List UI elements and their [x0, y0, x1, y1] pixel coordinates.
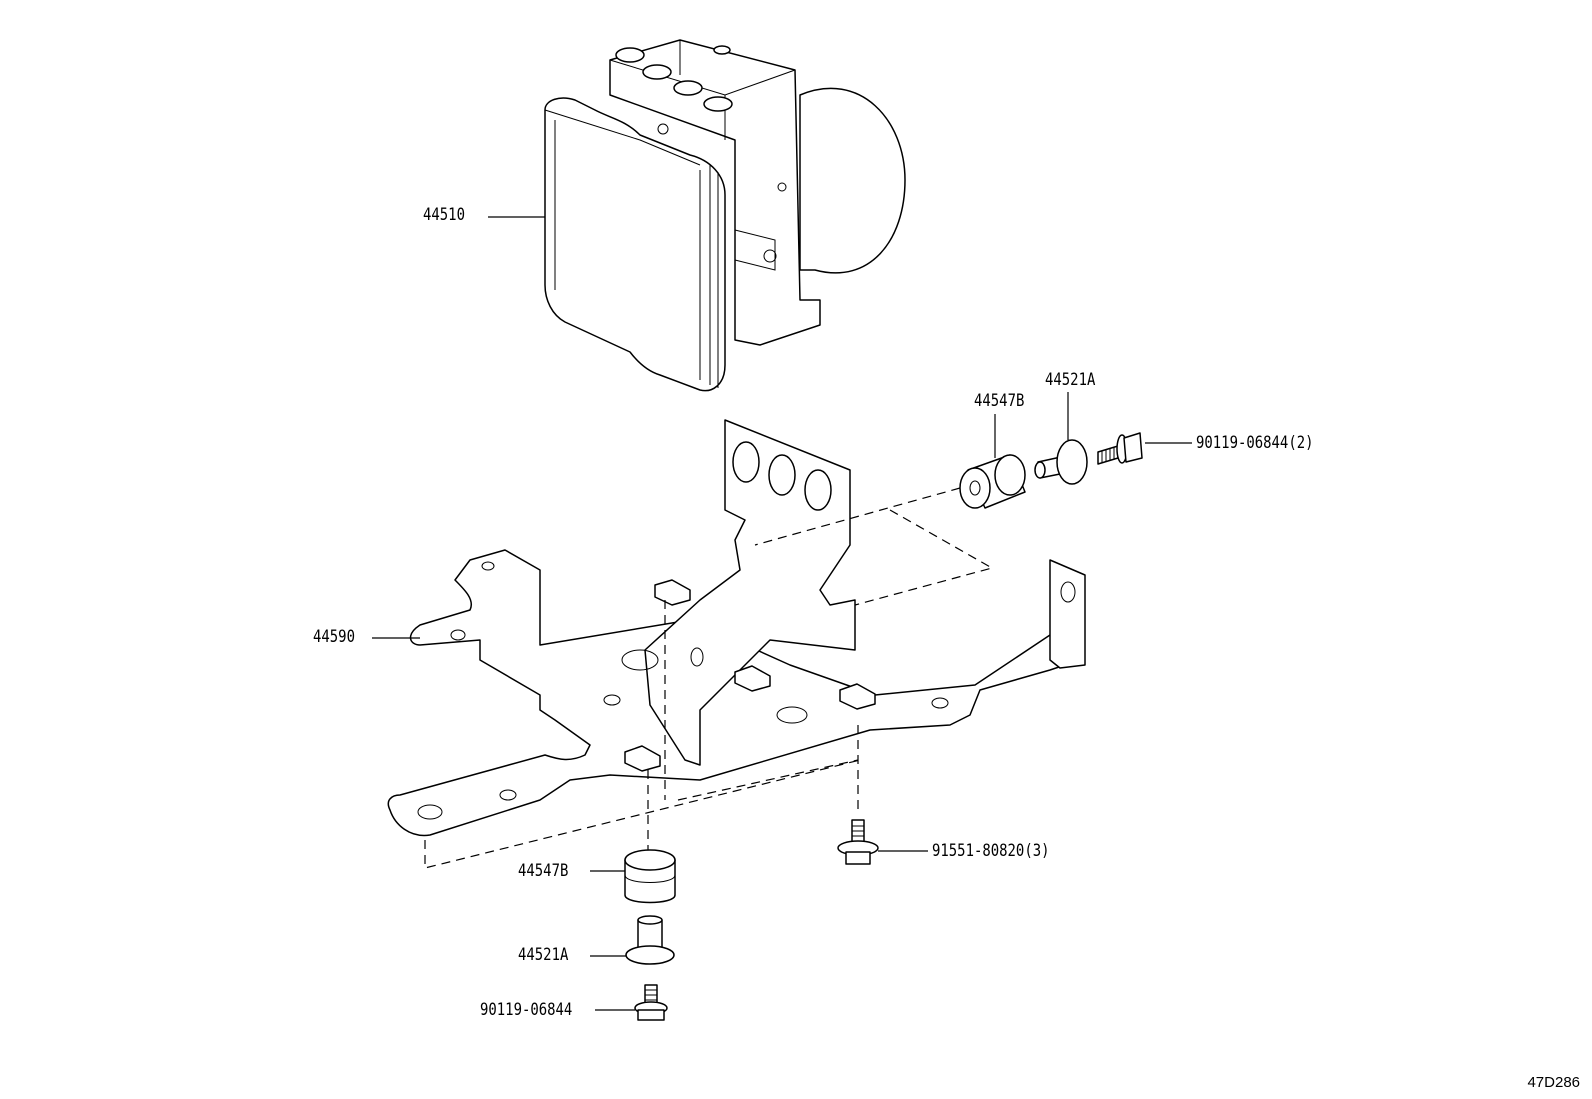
callout-cushion-lower: 44547B	[518, 861, 569, 881]
bolt-bracket[interactable]	[837, 819, 879, 865]
callout-bolt-upper: 90119-06844(2)	[1196, 433, 1314, 453]
assembly-lines	[424, 487, 994, 869]
callout-collar-lower: 44521A	[518, 945, 569, 965]
bolt-upper[interactable]	[1097, 432, 1143, 465]
bolt-lower[interactable]	[634, 984, 668, 1021]
callout-collar-upper: 44521A	[1045, 370, 1096, 390]
callout-bolt-lower: 90119-06844	[480, 1000, 573, 1020]
callout-cushion-upper: 44547B	[974, 391, 1025, 411]
collar-upper[interactable]	[1034, 439, 1088, 485]
callout-bolt-bracket: 91551-80820(3)	[932, 841, 1050, 861]
cushion-upper[interactable]	[959, 454, 1026, 509]
collar-lower[interactable]	[625, 915, 675, 965]
diagram-id: 47D286	[1527, 1074, 1580, 1091]
callout-abs-actuator: 44510	[423, 205, 465, 225]
callout-bracket: 44590	[313, 627, 355, 647]
cushion-lower[interactable]	[624, 849, 676, 904]
leader-lines	[372, 216, 1192, 1011]
abs-actuator[interactable]	[544, 39, 906, 392]
bracket[interactable]	[387, 419, 1086, 837]
